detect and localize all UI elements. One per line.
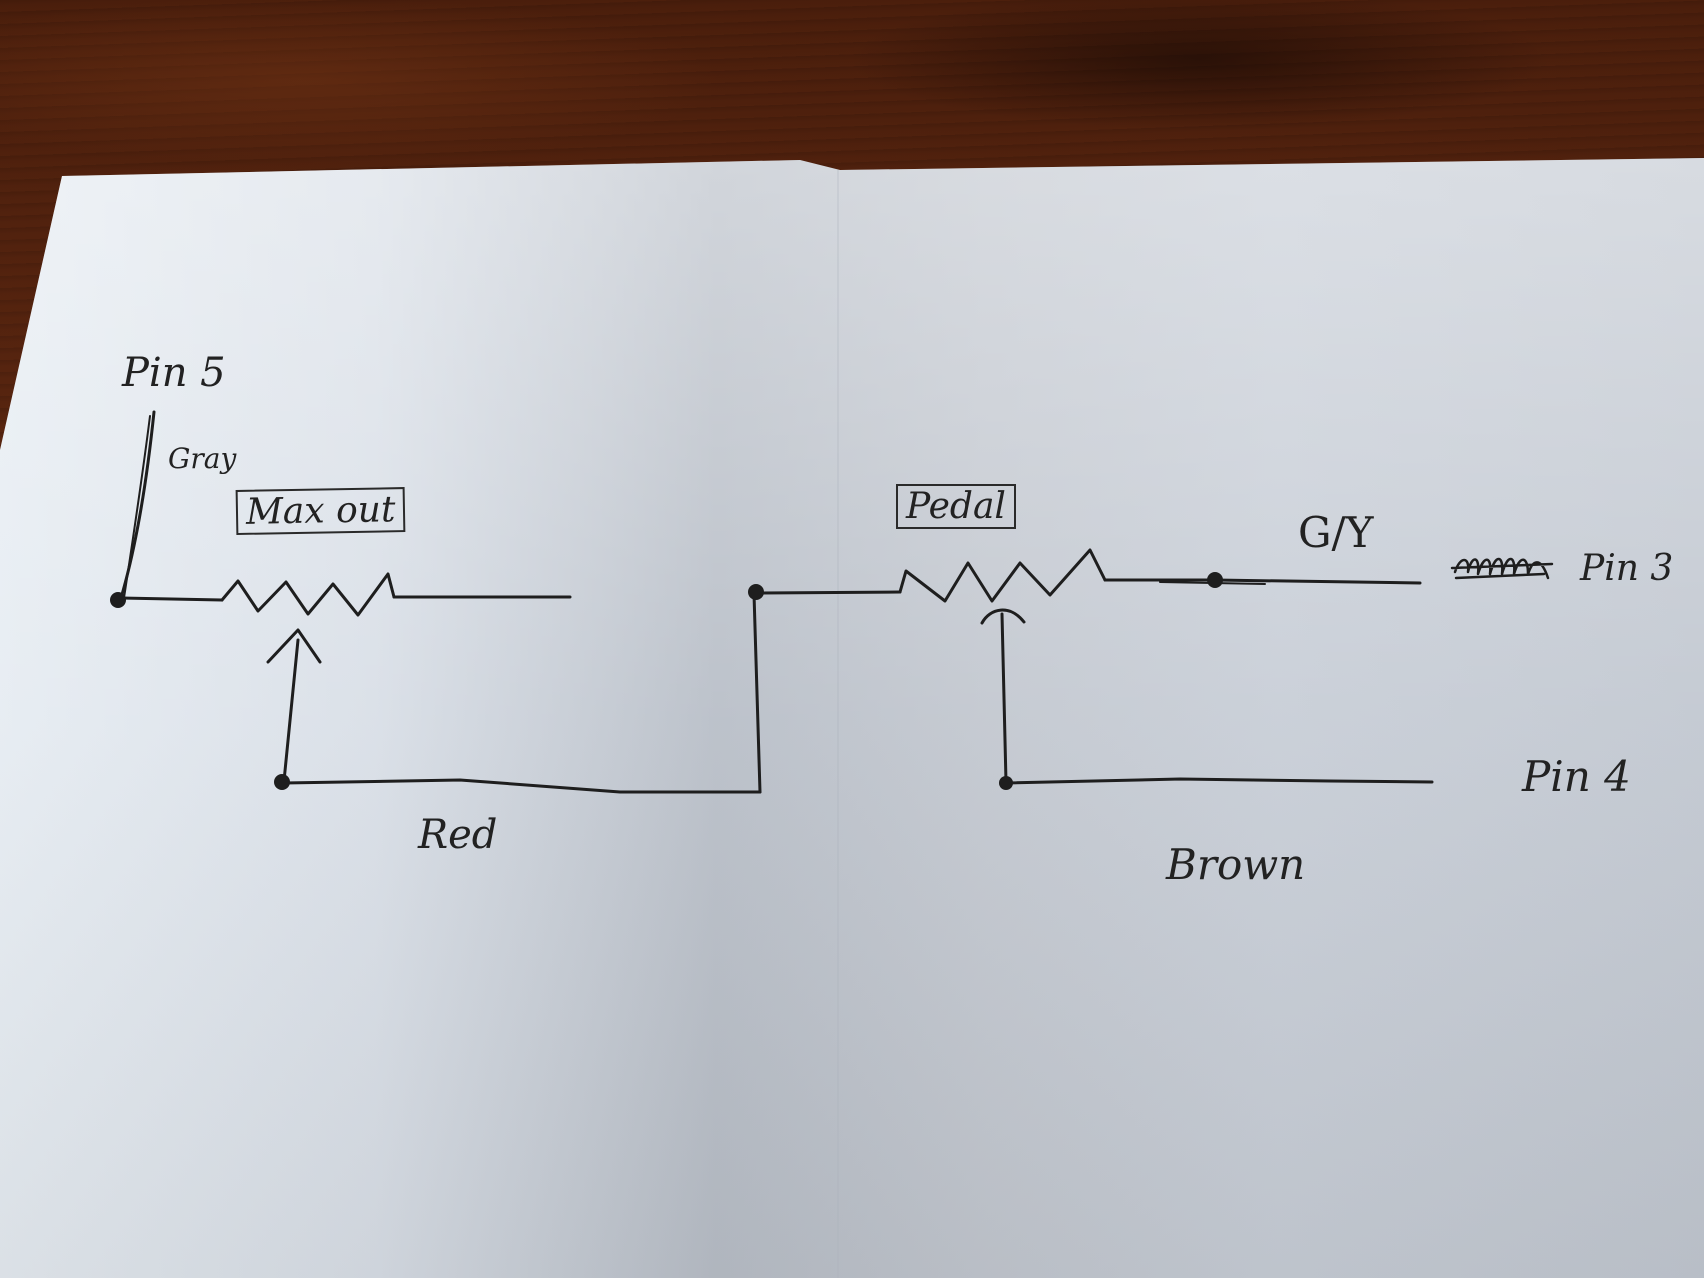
gray-wire-double (123, 415, 151, 599)
red-wire-label: Red (418, 812, 498, 858)
max-out-component-label: Max out (235, 487, 406, 535)
pedal-wiper-line (1000, 612, 1008, 784)
pedal-left-node (748, 584, 764, 600)
pin4-label: Pin 4 (1522, 752, 1631, 801)
paper-highlight (0, 158, 1704, 1278)
pin3-label: Pin 3 (1580, 548, 1674, 589)
pin5-node (110, 592, 126, 608)
max-out-resistor-zigzag (220, 572, 396, 617)
gray-wire-label: Gray (168, 442, 237, 475)
max-out-left-lead (119, 596, 224, 602)
pedal-wiper-arrow-icon (980, 608, 1026, 625)
gy-node (1207, 572, 1223, 588)
scribbled-out-text (1450, 557, 1554, 580)
pedal-component-label: Pedal (896, 484, 1016, 529)
max-out-wiper-node (274, 774, 290, 790)
brown-wire-label: Brown (1166, 840, 1306, 889)
pedal-left-lead (754, 590, 902, 595)
gy-wire-label: G/Y (1298, 508, 1374, 557)
brown-wire (1004, 777, 1434, 785)
max-out-wiper-arrow-icon (266, 628, 322, 664)
max-out-wiper-line (282, 638, 300, 783)
red-wire-vertical (752, 592, 762, 794)
pin5-label: Pin 5 (122, 350, 226, 396)
pedal-wiper-node (999, 776, 1013, 790)
pedal-resistor-zigzag (898, 548, 1107, 603)
red-wire (282, 778, 762, 794)
